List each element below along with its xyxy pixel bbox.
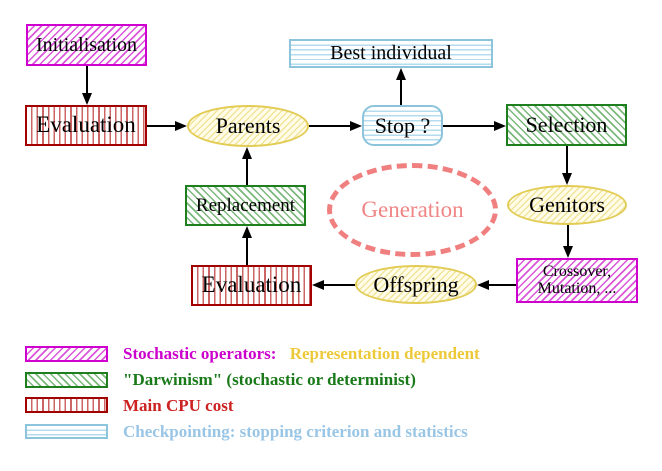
legend-swatch-darwinism — [25, 372, 108, 388]
node-best-individual: Best individual — [289, 39, 493, 68]
node-offspring: Offspring — [355, 265, 477, 304]
node-best-individual-label: Best individual — [330, 42, 452, 64]
node-evaluation-top: Evaluation — [25, 105, 147, 146]
node-crossover-mutation: Crossover, Mutation, ... — [516, 258, 638, 303]
node-parents: Parents — [187, 105, 309, 147]
node-selection: Selection — [506, 104, 627, 146]
legend-text-checkpointing: Checkpointing: stopping criterion and st… — [123, 422, 468, 442]
node-initialisation-label: Initialisation — [35, 33, 138, 56]
node-evaluation-bottom: Evaluation — [191, 265, 312, 306]
generation-cycle-ellipse: Generation — [327, 163, 498, 257]
node-genitors: Genitors — [507, 185, 627, 225]
legend-label-cpu-cost: Main CPU cost — [123, 396, 234, 415]
node-offspring-label: Offspring — [373, 271, 459, 297]
legend-text-stochastic-operators: Stochastic operators: Representation dep… — [123, 344, 480, 364]
legend-label-checkpointing: Checkpointing: stopping criterion and st… — [123, 422, 468, 441]
node-selection-label: Selection — [525, 112, 608, 138]
legend-label-representation-dependent: Representation dependent — [289, 344, 480, 363]
legend-text-cpu-cost: Main CPU cost — [123, 396, 233, 416]
node-evaluation-bottom-label: Evaluation — [201, 272, 302, 298]
node-replacement-label: Replacement — [195, 194, 296, 216]
node-genitors-label: Genitors — [529, 192, 605, 218]
generation-label: Generation — [361, 197, 464, 222]
node-stop-label: Stop ? — [374, 112, 431, 138]
node-parents-label: Parents — [215, 113, 281, 139]
node-stop: Stop ? — [362, 105, 443, 146]
legend-swatch-checkpointing — [25, 424, 108, 439]
node-initialisation: Initialisation — [26, 24, 147, 66]
legend-swatch-stochastic-operators — [25, 346, 108, 362]
legend-swatch-cpu-cost — [25, 397, 108, 413]
legend-text-darwinism: "Darwinism" (stochastic or determinist) — [123, 370, 416, 390]
node-crossover-label-line2: Mutation, ... — [537, 279, 617, 297]
node-evaluation-top-label: Evaluation — [36, 112, 136, 138]
node-crossover-label-line1: Crossover, — [542, 262, 612, 280]
legend-label-stochastic-operators: Stochastic operators: — [123, 344, 277, 363]
legend-label-darwinism: "Darwinism" (stochastic or determinist) — [123, 370, 416, 389]
node-replacement: Replacement — [185, 185, 306, 226]
